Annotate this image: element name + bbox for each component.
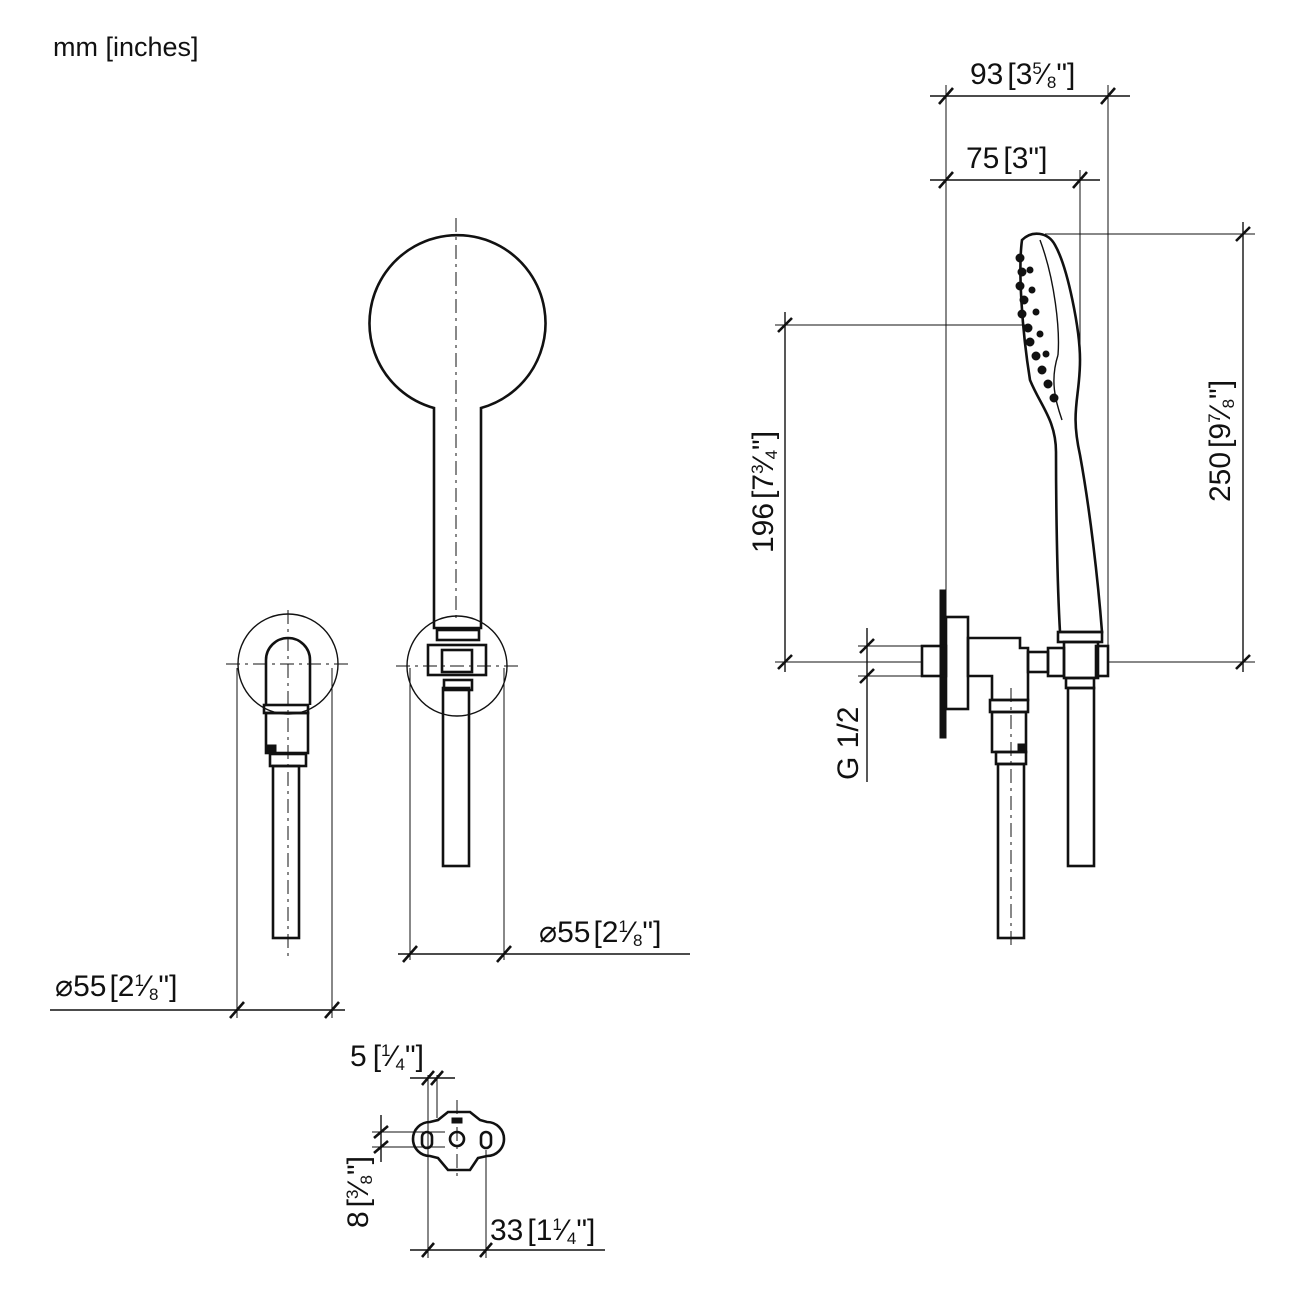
dia55-elbow-mm: 55 xyxy=(73,970,106,1003)
dimension-250: 250[97⁄8"] xyxy=(1045,222,1255,672)
dimension-93: 93[35⁄8"] xyxy=(930,58,1130,646)
svg-text:196[73⁄4"]: 196[73⁄4"] xyxy=(747,431,781,553)
svg-text:93[35⁄8"]: 93[35⁄8"] xyxy=(970,58,1075,92)
thread-label: G 1/2 xyxy=(832,707,865,780)
front-view-hose xyxy=(441,686,471,868)
dim250-mm: 250 xyxy=(1204,452,1237,502)
elbow-hose xyxy=(271,764,301,940)
front-view-shower-head xyxy=(368,218,547,630)
svg-text:8[3⁄8"]: 8[3⁄8"] xyxy=(342,1156,376,1228)
dimension-33: 33[11⁄4"] xyxy=(410,1150,605,1258)
dimension-8: 8[3⁄8"] xyxy=(342,1115,445,1228)
side-holder-hose xyxy=(1066,686,1096,868)
dimension-dia55-front: ⌀55[21⁄8"] xyxy=(398,668,690,963)
dimension-75: 75[3"] xyxy=(930,142,1100,360)
units-label: mm [inches] xyxy=(53,32,199,62)
dimension-dia55-elbow: ⌀55[21⁄8"] xyxy=(50,668,345,1019)
front-view-wall-holder xyxy=(396,615,518,868)
svg-text:250[97⁄8"]: 250[97⁄8"] xyxy=(1204,380,1238,502)
dimension-196: 196[73⁄4"] xyxy=(747,312,1030,672)
svg-text:5[1⁄4"]: 5[1⁄4"] xyxy=(350,1040,424,1074)
dim75-mm: 75 xyxy=(966,142,999,175)
side-view-shower-head xyxy=(1015,232,1104,644)
dim5-mm: 5 xyxy=(350,1040,367,1073)
side-view-holder xyxy=(1026,640,1110,868)
dimension-thread: G 1/2 xyxy=(832,628,922,782)
dim196-mm: 196 xyxy=(747,503,780,553)
svg-text:75[3"]: 75[3"] xyxy=(966,142,1047,175)
dia55-front-mm: 55 xyxy=(557,916,590,949)
svg-text:⌀55[21⁄8"]: ⌀55[21⁄8"] xyxy=(55,970,177,1004)
dia55-front-symbol: ⌀ xyxy=(539,916,557,949)
svg-text:33[11⁄4"]: 33[11⁄4"] xyxy=(490,1214,595,1248)
dim33-mm: 33 xyxy=(490,1214,523,1247)
svg-text:⌀55[21⁄8"]: ⌀55[21⁄8"] xyxy=(539,916,661,950)
dia55-elbow-symbol: ⌀ xyxy=(55,970,73,1003)
side-view-wall-elbow xyxy=(920,615,1030,945)
dim93-mm: 93 xyxy=(970,58,1003,91)
front-view-wall-elbow xyxy=(226,610,350,960)
dim8-mm: 8 xyxy=(342,1211,375,1228)
mounting-plate-detail xyxy=(411,1100,506,1180)
